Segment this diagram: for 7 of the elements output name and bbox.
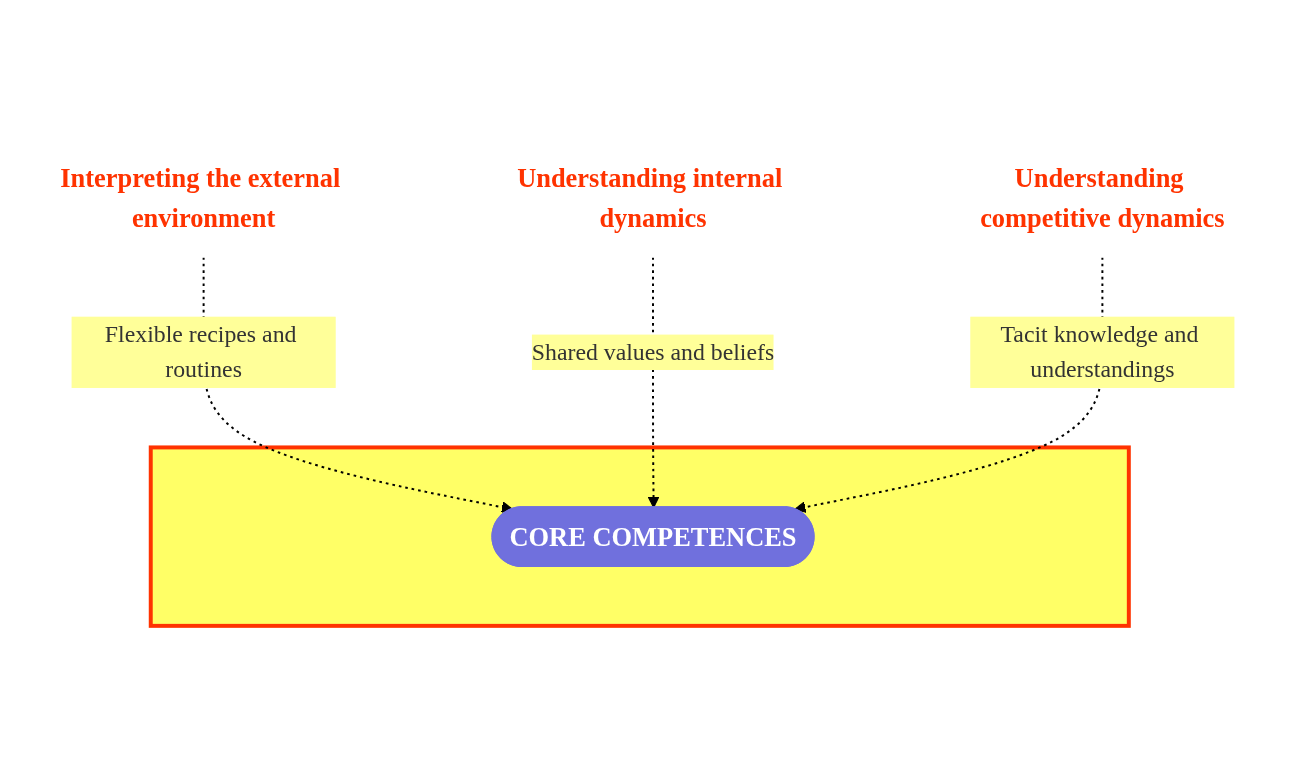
edge-label: Shared values and beliefs: [531, 338, 775, 365]
node-text: Understanding competitive dynamics: [980, 163, 1225, 232]
node-text: Understanding internal dynamics: [517, 163, 783, 232]
cluster: [148, 445, 1131, 628]
edge-label: Flexible recipes and routines: [104, 320, 297, 383]
node-text: Interpreting the external environment: [60, 163, 341, 232]
edge-label: Tacit knowledge and understandings: [1000, 320, 1199, 383]
